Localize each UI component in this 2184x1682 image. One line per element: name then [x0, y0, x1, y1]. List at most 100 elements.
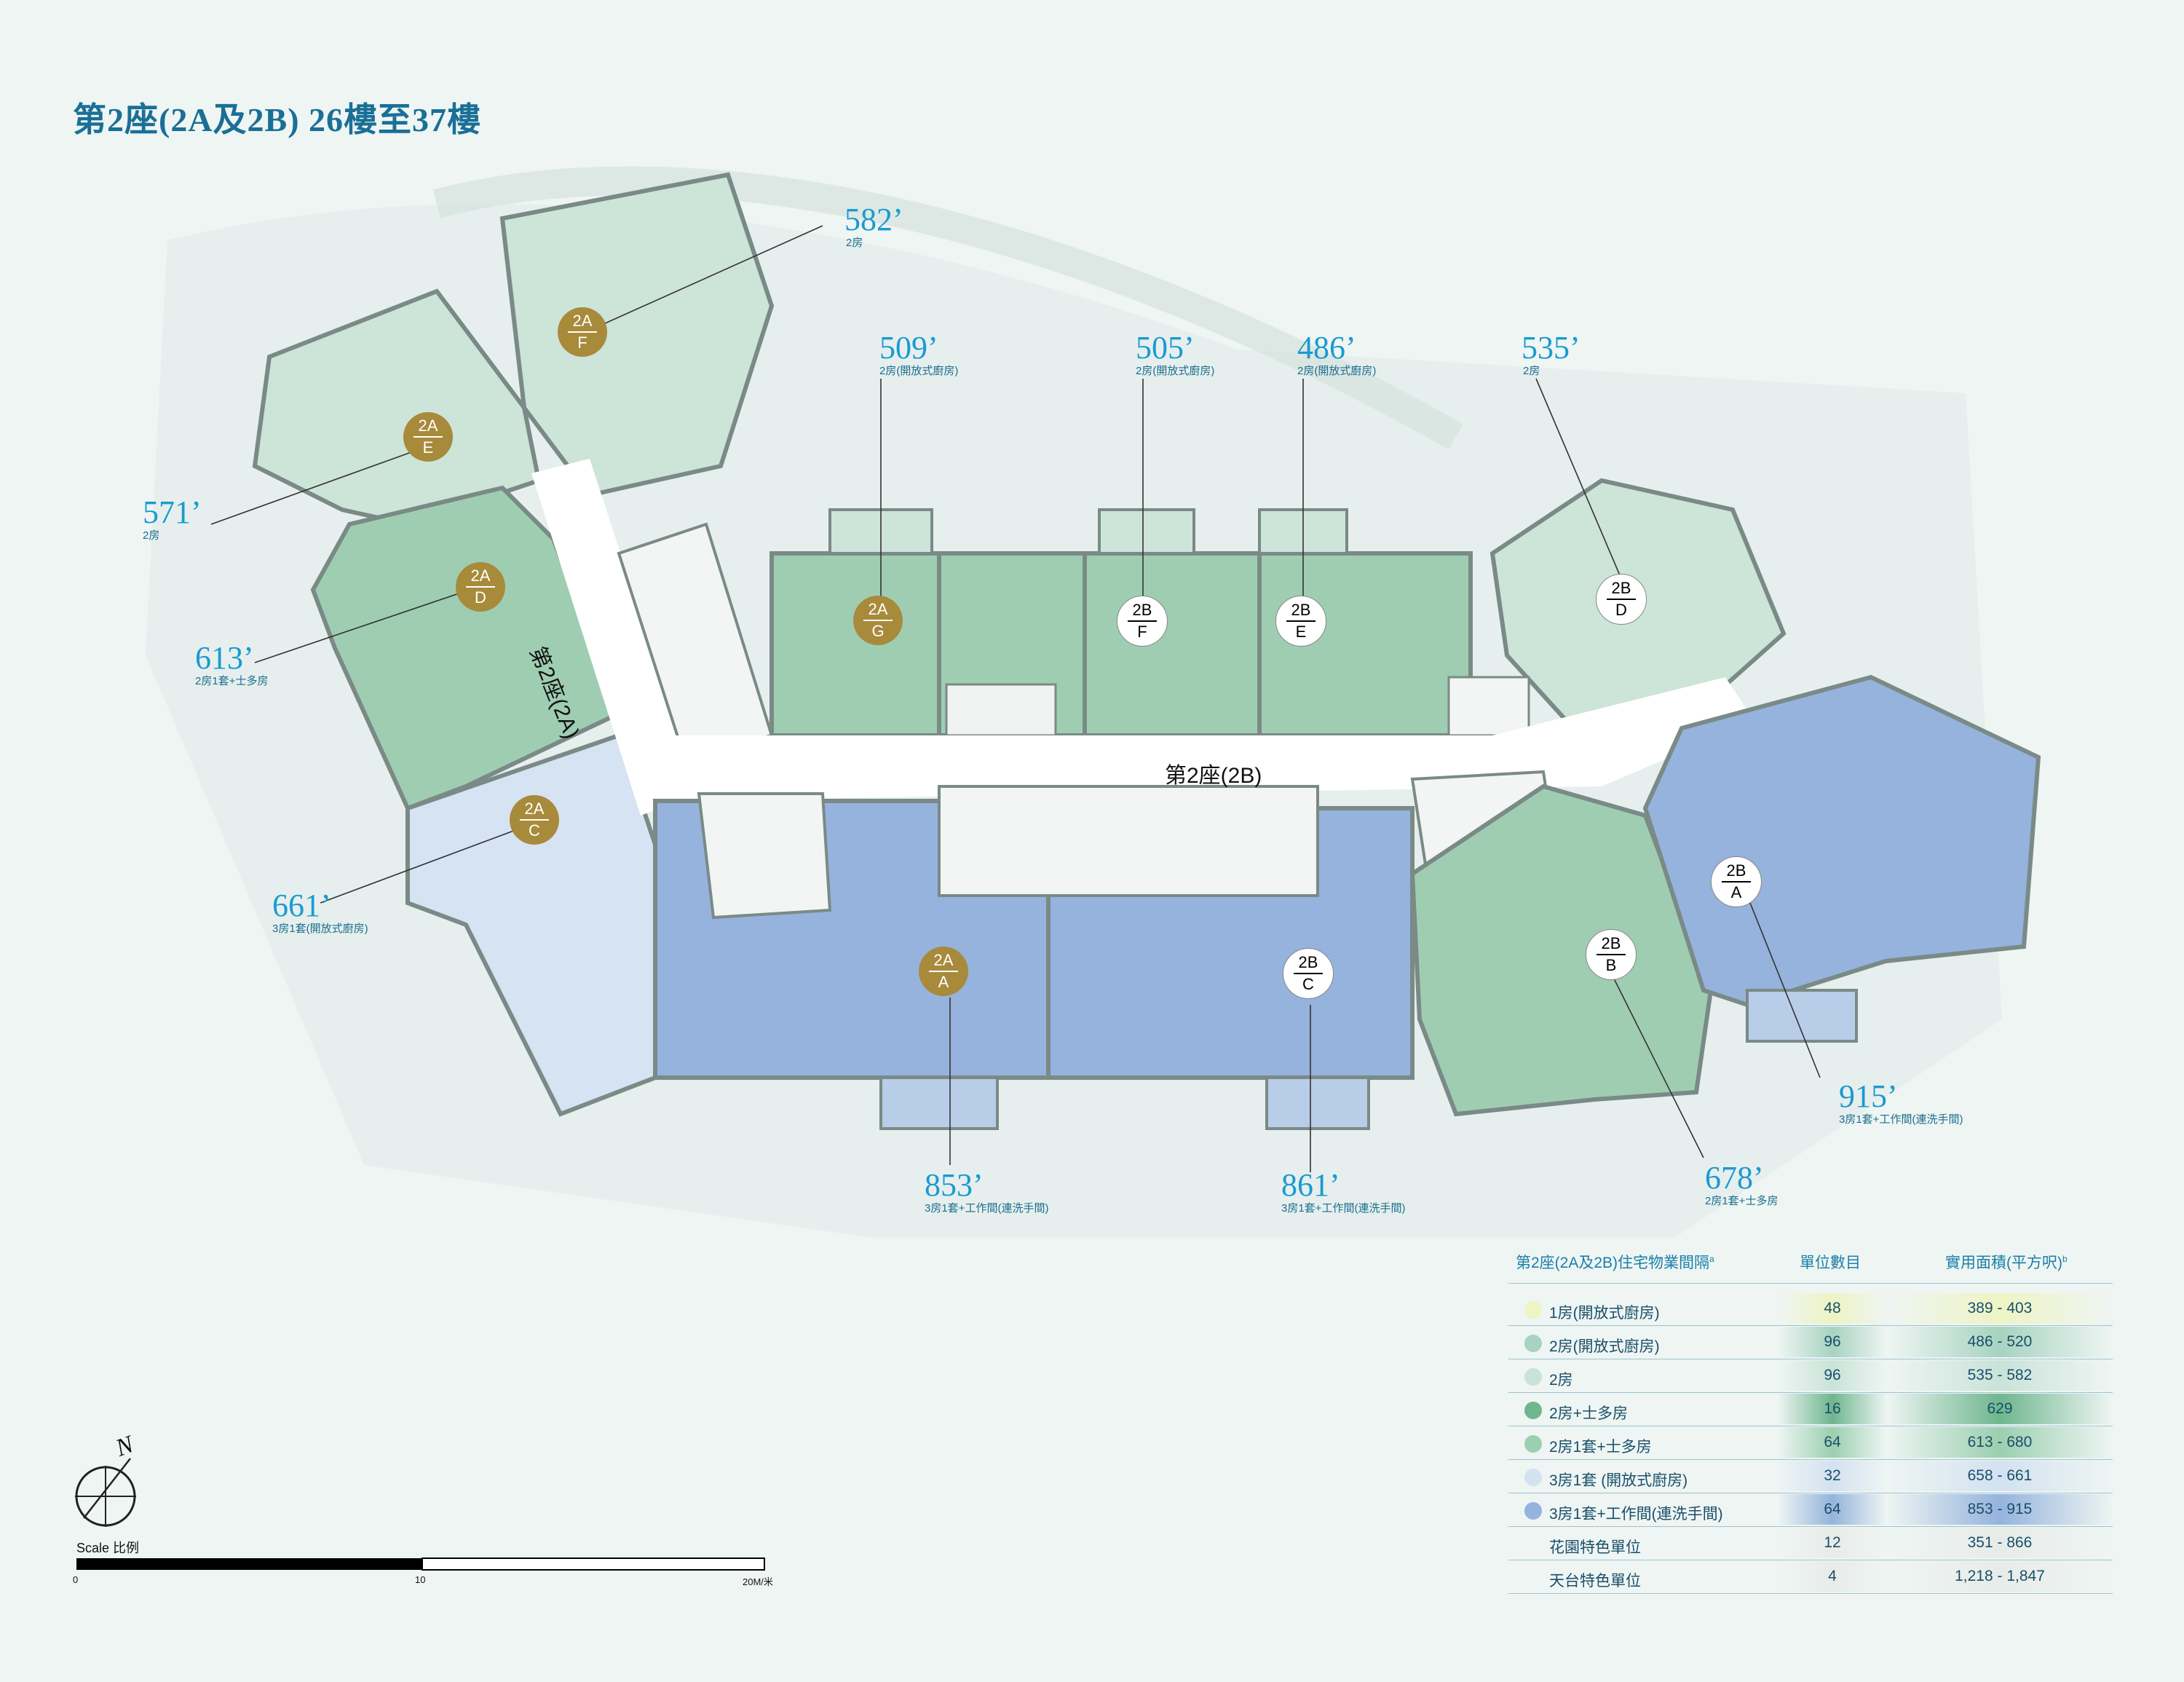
legend-header-area-text: 實用面積(平方呎) — [1945, 1255, 2062, 1271]
legend-count: 32 — [1778, 1461, 1887, 1491]
unit-2b-b-area — [1409, 783, 1714, 1117]
legend-swatch — [1524, 1301, 1542, 1319]
legend-swatch — [1524, 1402, 1542, 1419]
badge-tower: 2B — [1286, 602, 1315, 622]
legend-header-count: 單位數目 — [1800, 1255, 1861, 1271]
type-2a-e: 2房 — [143, 529, 160, 542]
legend-row-divider — [1508, 1593, 2113, 1594]
legend-label: 2房+士多房 — [1549, 1405, 1628, 1422]
legend-count: 96 — [1778, 1327, 1887, 1357]
legend-header-type-sup: a — [1709, 1254, 1714, 1264]
type-2b-e: 2房(開放式廚房) — [1297, 365, 1377, 377]
corridor-label-2b: 第2座(2B) — [1165, 764, 1262, 788]
corridor-2b — [641, 677, 1754, 801]
type-2a-d: 2房1套+士多房 — [195, 675, 269, 687]
badge-tower: 2A — [863, 601, 893, 621]
badge-tower: 2B — [1607, 580, 1636, 600]
legend-count: 16 — [1778, 1394, 1887, 1424]
north-arrow — [75, 1458, 136, 1527]
legend-header-divider — [1508, 1283, 2113, 1284]
legend-count: 96 — [1778, 1360, 1887, 1391]
legend-row-divider — [1508, 1526, 2113, 1527]
badge-tower: 2A — [466, 568, 495, 588]
legend-label: 2房(開放式廚房) — [1549, 1338, 1660, 1355]
legend-header-type-text: 第2座(2A及2B)住宅物業間隔 — [1516, 1255, 1710, 1271]
leader-lines — [210, 225, 1821, 1172]
legend-row-divider — [1508, 1392, 2113, 1393]
legend-swatch — [1524, 1435, 1542, 1453]
type-2b-b: 2房1套+士多房 — [1705, 1195, 1779, 1207]
unit-2b-f-area — [1083, 551, 1262, 738]
badge-flat: G — [871, 622, 885, 640]
stair-2a-lower — [697, 792, 832, 920]
legend-label: 3房1套+工作間(連洗手間) — [1549, 1506, 1723, 1523]
scale-tick-0: 0 — [73, 1574, 79, 1585]
legend-range: 658 - 661 — [1887, 1461, 2113, 1491]
legend-swatch — [1524, 1368, 1542, 1386]
area-2a-e: 571’ — [143, 494, 202, 530]
legend-count: 48 — [1778, 1293, 1887, 1324]
legend-count: 4 — [1778, 1561, 1887, 1592]
unit-2a-a-balcony — [879, 1076, 999, 1130]
type-2b-f: 2房(開放式廚房) — [1136, 365, 1215, 377]
legend-range: 389 - 403 — [1887, 1293, 2113, 1324]
scale-bar — [76, 1557, 765, 1571]
unit-2b-f-balcony — [1098, 508, 1195, 555]
legend-swatch — [1524, 1335, 1542, 1352]
legend-header-area-sup: b — [2062, 1254, 2068, 1264]
legend-label: 2房1套+士多房 — [1549, 1439, 1652, 1456]
type-2a-c: 3房1套(開放式廚房) — [272, 923, 368, 935]
type-2b-a: 3房1套+工作間(連洗手間) — [1839, 1113, 1963, 1126]
page-title: 第2座(2A及2B) 26樓至37樓 — [73, 101, 482, 138]
badge-tower: 2A — [414, 418, 443, 438]
legend-count: 12 — [1778, 1528, 1887, 1558]
area-2a-g: 509’ — [879, 330, 938, 366]
legend-label: 天台特色單位 — [1549, 1573, 1641, 1590]
area-2b-c: 861’ — [1281, 1167, 1340, 1203]
badge-tower: 2A — [568, 313, 597, 333]
type-2b-c: 3房1套+工作間(連洗手間) — [1281, 1202, 1406, 1215]
legend-row-divider — [1508, 1459, 2113, 1460]
badge-flat: D — [1615, 601, 1627, 619]
legend-label: 1房(開放式廚房) — [1549, 1305, 1660, 1322]
scale-label: Scale 比例 — [76, 1541, 140, 1555]
legend-label: 花園特色單位 — [1549, 1539, 1641, 1556]
core-lifts-lower — [938, 785, 1319, 897]
legend-range: 613 - 680 — [1887, 1427, 2113, 1458]
area-2b-a: 915’ — [1839, 1078, 1898, 1114]
badge-flat: D — [475, 588, 486, 607]
type-2a-g: 2房(開放式廚房) — [879, 365, 959, 377]
area-2a-d: 613’ — [195, 640, 254, 676]
badge-flat: F — [1137, 623, 1147, 641]
area-2a-f: 582’ — [844, 202, 903, 237]
badge-tower: 2A — [929, 952, 958, 972]
badge-flat: F — [577, 333, 587, 352]
area-2b-f: 505’ — [1136, 330, 1195, 366]
legend-range: 1,218 - 1,847 — [1887, 1561, 2113, 1592]
corridor-2a — [531, 459, 699, 816]
badge-tower: 2B — [1722, 863, 1751, 883]
type-2a-a: 3房1套+工作間(連洗手間) — [925, 1202, 1049, 1215]
legend-range: 535 - 582 — [1887, 1360, 2113, 1391]
type-2b-d: 2房 — [1523, 365, 1540, 377]
